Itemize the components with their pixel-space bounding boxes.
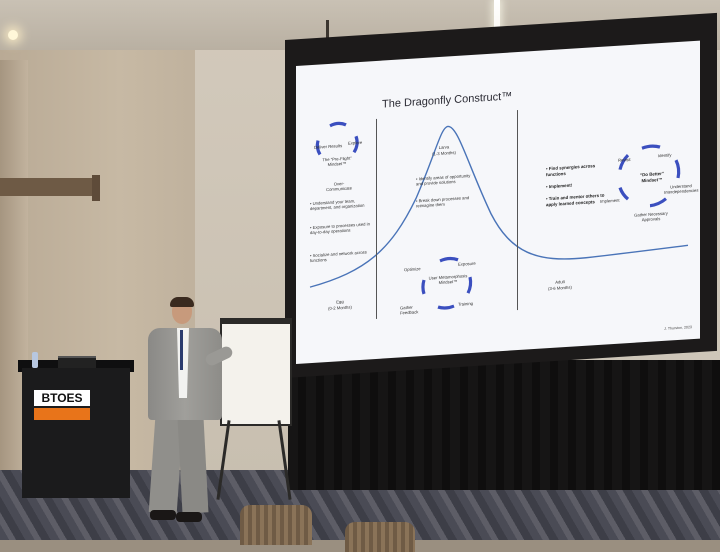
presenter-shoe <box>176 512 202 522</box>
projected-slide: The Dragonfly Construct™ Deliver Results… <box>296 40 700 365</box>
water-bottle <box>32 352 38 368</box>
dobetter-identify: Identify <box>658 152 672 159</box>
dobetter-understand: Understand Interdependencies <box>664 183 699 196</box>
podium-logo-text: BTOES <box>34 390 90 406</box>
larva-section: Larva (1-3 Months) • Identify areas of o… <box>296 41 700 315</box>
podium-logo-accent <box>34 408 90 420</box>
podium-logo: BTOES <box>34 390 90 422</box>
do-better-cycle-arrows <box>618 144 681 208</box>
dobetter-revisit: Revisit <box>618 156 631 163</box>
preflight-overcommunicate: Over-Communicate <box>326 180 352 193</box>
metamorphosis-feedback: Gather Feedback <box>400 304 419 316</box>
column-divider-left <box>376 118 377 319</box>
laptop <box>58 356 96 368</box>
stage-drape <box>288 360 720 490</box>
podium <box>22 368 130 498</box>
presenter-leg <box>177 417 209 514</box>
preflight-cycle-arrows <box>315 121 359 156</box>
adult-section: • Find synergies across functions • Impl… <box>296 41 700 291</box>
metamorphosis-cycle-arrows <box>421 256 473 310</box>
preflight-mindset: The “Pre-Flight” Mindset™ <box>322 155 352 168</box>
presenter-hair <box>170 297 194 307</box>
presenter-lanyard <box>180 330 183 370</box>
metamorphosis-optimize: Optimize <box>404 266 421 273</box>
column-divider-right <box>517 110 518 311</box>
audience-chair <box>240 505 312 545</box>
preflight-explore: Explore <box>348 139 363 146</box>
dobetter-approvals: Gather Necessary Approvals <box>634 210 668 223</box>
rail-post <box>92 175 100 201</box>
metamorphosis-exposure: Exposure <box>458 260 476 267</box>
metamorphosis-training: Training <box>458 300 473 307</box>
egg-section: Deliver Results Explore The “Pre-Flight”… <box>296 41 700 311</box>
bell-curve <box>309 125 689 288</box>
audience-chair <box>345 522 415 552</box>
flipchart-pad <box>220 318 292 426</box>
presenter-shoe <box>150 510 176 520</box>
ceiling-light <box>8 30 18 40</box>
wall-rail <box>0 178 100 196</box>
